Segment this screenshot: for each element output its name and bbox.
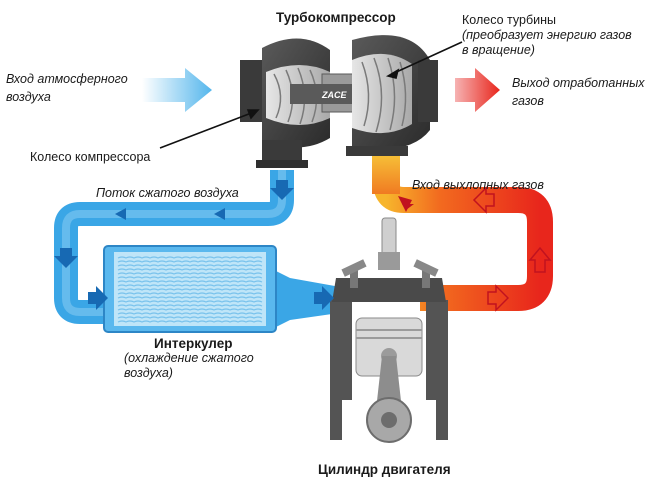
compressed-air-duct — [54, 170, 346, 330]
air-inlet-label-2: воздуха — [6, 90, 51, 104]
intercooler-fin — [117, 288, 263, 291]
intercooler-desc-1: (охлаждение сжатого — [124, 351, 254, 365]
intercooler-desc-2: воздуха) — [124, 366, 173, 380]
intercooler-fin — [117, 308, 263, 311]
exhaust-gas-duct — [372, 150, 553, 311]
intercooler-fin — [117, 320, 263, 323]
exhaust-out-label-1: Выход отработанных — [512, 76, 645, 90]
intercooler — [103, 245, 277, 333]
intercooler-fin — [117, 260, 263, 263]
compressor-pointer — [159, 111, 255, 149]
turbine-wheel-desc-1: (преобразует энергию газов — [462, 28, 632, 42]
intercooler-fin — [117, 296, 263, 299]
intercooler-fin — [117, 276, 263, 279]
turbocharger: ZACE — [240, 35, 438, 168]
brand-mark: ZACE — [321, 90, 347, 100]
intercooler-fin — [117, 264, 263, 267]
pointer-lines — [159, 41, 463, 149]
turbine-wheel-desc-2: в вращение) — [462, 43, 535, 57]
intercooler-fin — [117, 304, 263, 307]
compressor-wheel-label: Колесо компрессора — [30, 150, 151, 164]
intercooler-fin — [117, 268, 263, 271]
turbocharger-title: Турбокомпрессор — [276, 10, 396, 25]
turbine-wheel-label: Колесо турбины — [462, 13, 556, 27]
intercooler-fin — [117, 256, 263, 259]
engine-cylinder — [330, 217, 448, 443]
intercooler-fin — [117, 300, 263, 303]
cold-flow-arrows — [54, 180, 334, 310]
air-inlet-arrow — [142, 68, 212, 112]
exhaust-outlet-arrow — [455, 68, 500, 112]
intercooler-fin — [117, 280, 263, 283]
turbine-pointer — [391, 41, 463, 75]
intercooler-title: Интеркулер — [154, 336, 233, 351]
compressed-air-flow-label: Поток сжатого воздуха — [96, 186, 239, 200]
air-inlet-label-1: Вход атмосферного — [6, 72, 128, 86]
exhaust-inlet-arrow — [398, 196, 412, 212]
intercooler-fin — [117, 284, 263, 287]
cylinder-title: Цилиндр двигателя — [318, 462, 451, 477]
intercooler-fin — [117, 272, 263, 275]
exhaust-inlet-label: Вход выхлопных газов — [412, 178, 544, 192]
exhaust-out-label-2: газов — [512, 94, 544, 108]
intercooler-fin — [117, 292, 263, 295]
intercooler-fin — [117, 316, 263, 319]
intercooler-fin — [117, 312, 263, 315]
